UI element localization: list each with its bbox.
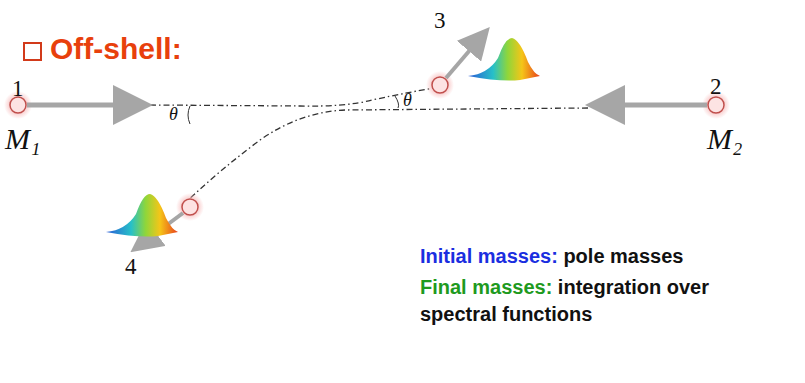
note-line: Final masses: integration over spectral … [420,274,768,328]
notes-block: Initial masses: pole massesFinal masses:… [420,243,768,332]
note-line: Initial masses: pole masses [420,243,768,270]
callout-number: 2 [710,74,722,100]
angle-label: θ [403,90,412,111]
momentum-arrow [446,36,482,78]
momentum-arrow [27,103,138,108]
momentum-arrow [600,103,707,108]
angle-arc [188,106,190,124]
bullet-box [24,43,41,60]
spectral-peak [468,38,540,81]
mass-label: M₂ [707,122,742,156]
angle-label: θ [169,104,178,125]
note-key: Final masses: [420,276,552,298]
propagator-line [186,108,588,202]
mass-label: M₁ [5,122,40,156]
section-heading: Off-shell: [50,32,182,66]
note-text: pole masses [563,245,683,267]
propagator-line [150,88,434,106]
particle-dot [432,77,448,93]
callout-number: 4 [125,254,137,280]
callout-number: 1 [12,76,24,102]
note-key: Initial masses: [420,245,558,267]
callout-number: 3 [434,8,446,34]
spectral-peak [106,194,178,237]
particle-dot [708,97,724,113]
angle-arc [395,96,399,108]
particle-dot [182,199,198,215]
